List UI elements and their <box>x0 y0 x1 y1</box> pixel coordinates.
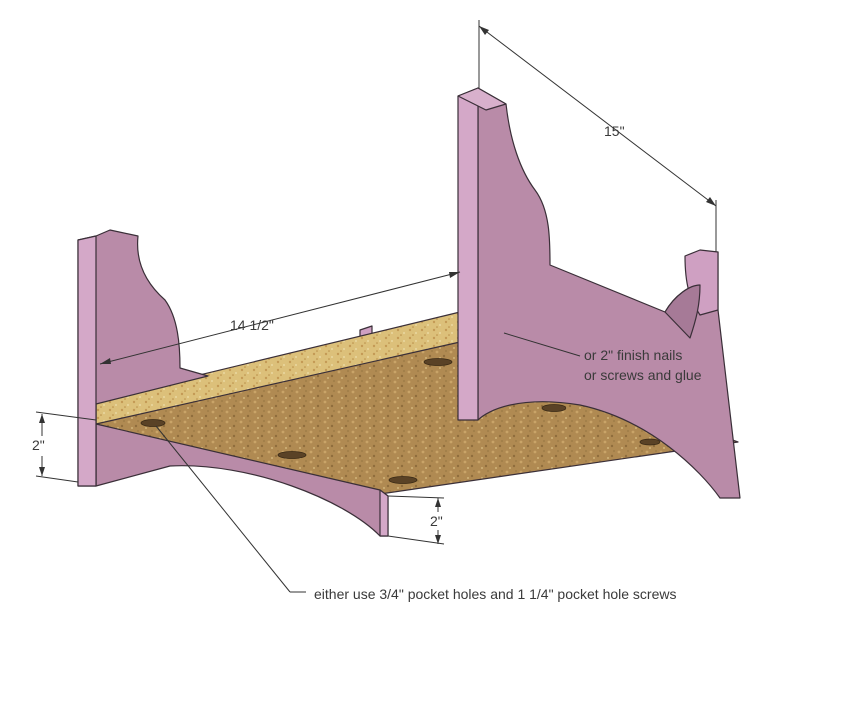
dimension-14-1-2: 14 1/2" <box>99 271 461 365</box>
right-side-front-edge <box>457 87 479 421</box>
dimension-14-1-2-label: 14 1/2" <box>230 317 274 333</box>
pocket-hole <box>541 404 567 412</box>
pocket-hole-callout: either use 3/4" pocket holes and 1 1/4" … <box>155 425 677 602</box>
left-side-front-edge <box>77 235 97 487</box>
pocket-hole <box>140 419 166 427</box>
pocket-hole <box>639 438 661 446</box>
pocket-hole <box>388 476 418 484</box>
left-side-panel <box>77 229 209 487</box>
dimension-2-left: 2" <box>32 411 97 483</box>
pocket-holes <box>140 358 661 484</box>
dimension-2-left-label: 2" <box>32 437 45 453</box>
dimension-15-label: 15" <box>604 123 625 139</box>
finish-nails-note-line2: or screws and glue <box>584 367 702 383</box>
dimension-2-front: 2" <box>387 495 445 545</box>
right-back-foot-inner <box>664 284 701 339</box>
dimension-15: 15" <box>478 20 717 252</box>
front-apron-end <box>379 489 389 537</box>
pocket-hole <box>423 358 453 366</box>
dimension-2-front-label: 2" <box>430 513 443 529</box>
right-side-top-edge <box>457 87 507 111</box>
pocket-hole-note: either use 3/4" pocket holes and 1 1/4" … <box>314 586 677 602</box>
pocket-hole <box>277 451 307 459</box>
finish-nails-note-line1: or 2" finish nails <box>584 347 682 363</box>
finish-nails-callout: or 2" finish nails or screws and glue <box>503 332 702 383</box>
